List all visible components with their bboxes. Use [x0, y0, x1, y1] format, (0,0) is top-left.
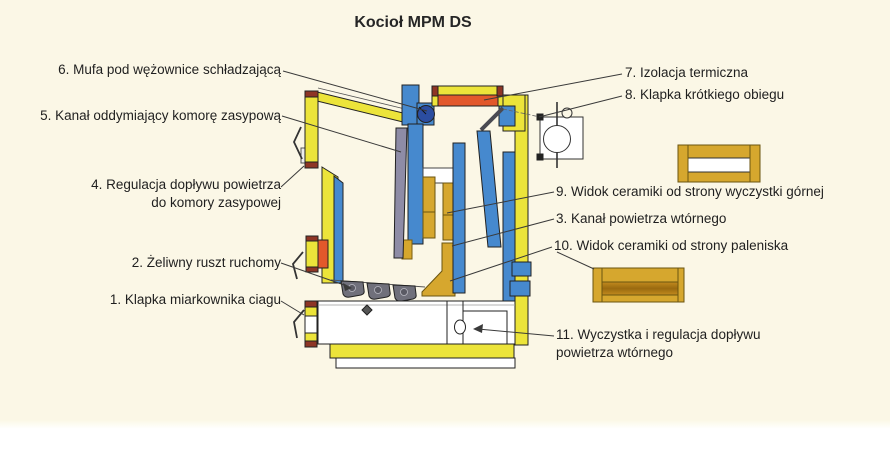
- label-4-line1: 4. Regulacja dopływu powietrza: [91, 177, 281, 192]
- leader-5: [281, 115, 402, 153]
- leader-11: [477, 328, 555, 337]
- leader-11-arrowhead: [473, 324, 483, 333]
- leader-4: [280, 165, 305, 188]
- label-11-line1: 11. Wyczystka i regulacja dopływu: [556, 327, 761, 342]
- ceramic-columns: [421, 176, 456, 297]
- label-3: 3. Kanał powietrza wtórnego: [556, 211, 727, 226]
- diagram-title: Kocioł MPM DS: [354, 14, 472, 31]
- leader-8: [538, 95, 623, 118]
- leader-9: [446, 191, 555, 214]
- smoke-channel-plate: [393, 127, 413, 260]
- leader-2: [280, 262, 348, 287]
- fire-door-handle: [292, 251, 304, 280]
- ceramic-view-furnace: [592, 267, 685, 303]
- label-2: 2. Żeliwny ruszt ruchomy: [131, 255, 281, 270]
- top-band: [431, 85, 504, 107]
- leader-2-arrowhead: [343, 283, 352, 291]
- water-plate-left: [407, 123, 424, 245]
- boiler-base: [329, 343, 516, 369]
- ceramic-view-top: [677, 144, 761, 183]
- hopper-door-handle: [293, 126, 303, 160]
- leader-1: [280, 300, 305, 316]
- thermal-insulation: [437, 94, 499, 107]
- flap-blade: [479, 106, 505, 132]
- label-9: 9. Widok ceramiki od strony wyczystki gó…: [556, 184, 824, 199]
- short-circuit-flap-assembly: [479, 102, 584, 168]
- water-plates: [452, 130, 502, 294]
- right-wall-water-lining: [502, 151, 516, 303]
- ceramic-wedge: [421, 242, 456, 297]
- secondary-air-cleanout-door: [462, 310, 508, 345]
- label-10: 10. Widok ceramiki od strony paleniska: [554, 238, 789, 253]
- label-4-line2: do komory zasypowej: [151, 195, 281, 210]
- label-5: 5. Kanał oddymiający komorę zasypową: [40, 108, 281, 123]
- leader-10-sample: [556, 251, 595, 270]
- label-7: 7. Izolacja termiczna: [625, 65, 749, 80]
- label-1: 1. Klapka miarkownika ciagu: [109, 292, 281, 307]
- label-8: 8. Klapka krótkiego obiegu: [625, 87, 785, 102]
- chamber-bolt: [361, 304, 373, 316]
- cast-iron-grate: [330, 279, 426, 302]
- boiler-body: [292, 84, 584, 369]
- label-11-line2: powietrza wtórnego: [556, 345, 674, 360]
- leader-10-boiler: [449, 246, 553, 282]
- flue-channel: [401, 84, 435, 245]
- leader-6: [282, 70, 428, 112]
- leader-7: [483, 73, 623, 101]
- flap-actuator-wheel: [543, 125, 571, 153]
- label-6: 6. Mufa pod wężownice schładzającą: [58, 62, 281, 77]
- leader-lines: [280, 70, 623, 337]
- draft-door-handle: [293, 309, 305, 339]
- hopper-left-wall: [321, 166, 344, 284]
- leader-3: [451, 218, 555, 247]
- bottom-chamber: [317, 300, 516, 345]
- hopper-door: [304, 91, 319, 169]
- front-doors: [292, 90, 329, 348]
